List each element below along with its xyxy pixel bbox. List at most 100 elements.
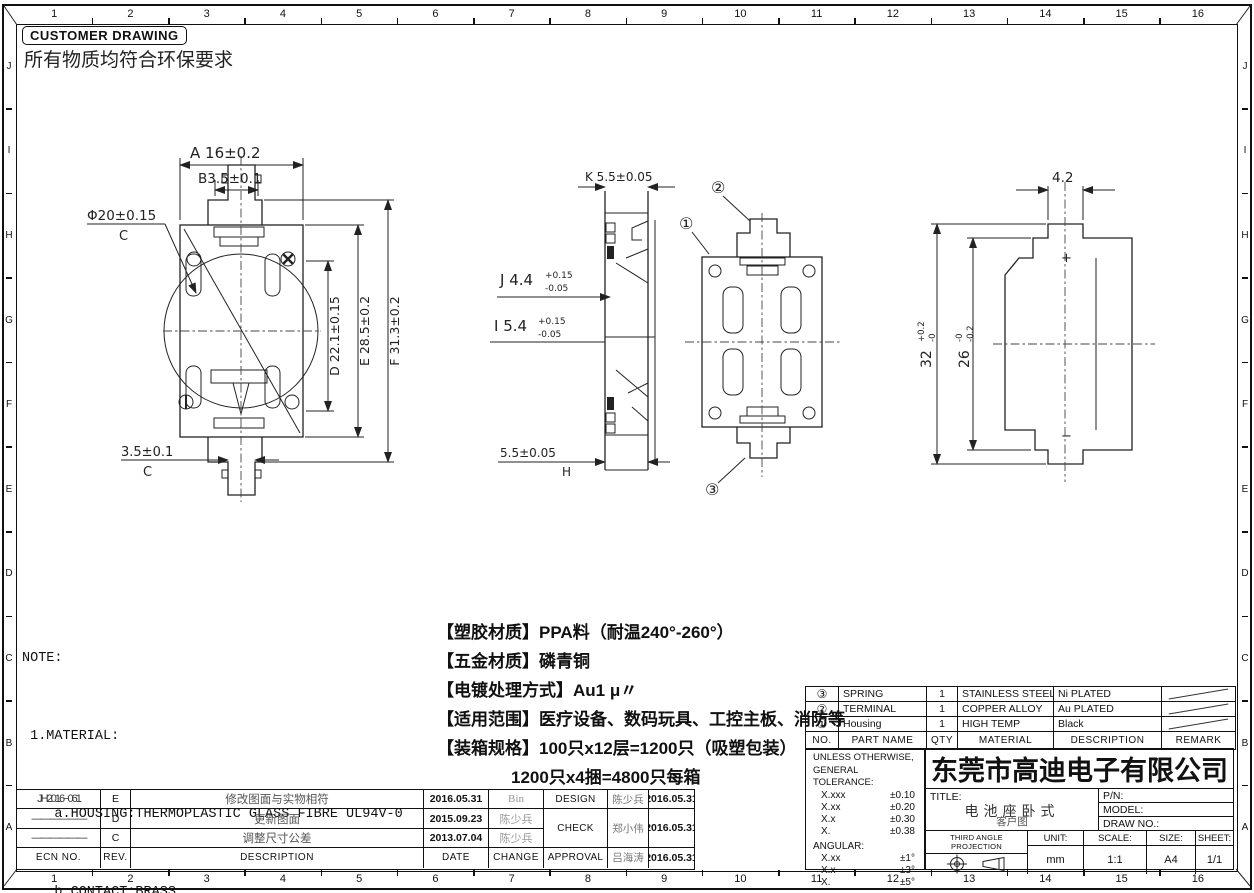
rev-change: 陈少兵 [489,809,544,829]
zone-number: 2 [92,870,170,887]
zone-number: 6 [397,870,475,887]
part-qty: 1 [927,717,958,732]
company-name: 东莞市高迪电子有限公司 [926,749,1233,789]
approval-date: 2016.05.31 [649,790,694,810]
zone-letter: B [1239,701,1251,786]
zone-letter: C [3,616,15,702]
rev-letter: D [101,809,131,829]
part-qty: 1 [927,702,958,717]
part-name: TERMINAL [839,702,927,717]
angular-title: ANGULAR: [813,840,865,852]
dim-i-upper: +0.15 [538,317,566,327]
right-side-view-drawing: + − 4.2 32 +0.2 -0 26 -0 -0.2 [917,170,1155,482]
tolerance-key: X.xx [821,853,841,864]
remark-slash [1168,688,1229,700]
rev-description: 更新图面 [131,809,424,829]
zone-ruler-left: J I H G F E D C B A [3,24,15,870]
zone-letter: F [1239,362,1251,448]
side-view-outline [604,191,656,471]
svg-text:26: 26 [957,350,973,368]
tolerance-key: X.xx [821,801,841,813]
tolerance-value: ±0.30 [890,813,915,825]
approval-name: 陈少兵 [608,790,649,810]
header-rev: REV. [101,848,131,868]
zone-number: 4 [245,870,323,887]
zone-number: 14 [1007,870,1085,887]
header-description: DESCRIPTION [1054,732,1162,749]
header-part-name: PART NAME [839,732,927,749]
rev-ecn: —————— [17,828,101,849]
rev-change: Bin [489,790,544,810]
part-remark [1162,687,1235,702]
remark-slash [1168,703,1229,715]
dim-i-lower: -0.05 [538,330,561,340]
back-view-drawing: ② ① ③ [679,178,840,499]
size-cell: SIZE: A4 [1147,831,1196,874]
approval-date: 2016.05.31 [649,809,694,849]
rev-change: 陈少兵 [489,828,544,849]
scale-value: 1:1 [1107,854,1123,866]
part-no: ① [806,717,839,732]
tolerance-key: X.xxx [821,789,846,801]
dim-32-label: 32 +0.2 -0 [917,321,938,368]
right-side-outline: + − [993,182,1155,482]
zone-number: 8 [550,5,628,24]
front-view-dimensions: A 16±0.2 B3.5±0.1 Φ20±0.15 C D 22.1±0.15… [87,144,402,480]
zone-letter: D [3,532,15,617]
part-material: COPPER ALLOY [958,702,1054,717]
zone-number: 14 [1007,5,1085,24]
sheet-cell: SHEET: 1/1 [1196,831,1233,874]
spec-line: 【塑胶材质】PPA料（耐温240°-260°） [437,623,734,642]
zone-number: 5 [321,870,399,887]
tolerance-key: X. [821,825,831,837]
zone-number: 13 [931,870,1009,887]
approval-role: APPROVAL [544,848,608,868]
scale-label: SCALE: [1084,831,1146,846]
zone-letter: B [3,701,15,786]
remark-slash [1168,718,1229,730]
title-cell: TITLE: 电池座卧式 客户图 [926,789,1099,830]
zone-number: 1 [16,5,94,24]
spec-line: 【五金材质】磷青铜 [437,652,590,671]
tolerance-row: X. ±0.38 [813,826,917,838]
side-view-drawing: K 5.5±0.05 J 4.4 +0.15 -0.05 I 5.4 +0.15… [490,170,675,479]
size-label: SIZE: [1147,831,1195,846]
zone-number: 3 [169,870,247,887]
part-material: HIGH TEMP [958,717,1054,732]
dim-top-label: 4.2 [1052,170,1073,186]
zone-letter: I [1239,109,1251,194]
part-material: STAINLESS STEEL [958,687,1054,702]
spec-line: 【电镀处理方式】Au1 μ〃 [437,681,638,700]
svg-text:-0: -0 [928,334,938,342]
zone-number: 15 [1084,870,1162,887]
header-description: DESCRIPTION [131,848,424,868]
tolerance-key: X.x [821,865,836,876]
zone-number: 5 [321,5,399,24]
projection-label: THIRD ANGLE PROJECTION [926,831,1027,854]
dim-26-label: 26 -0 -0.2 [955,325,976,368]
zone-letter: C [1239,616,1251,702]
part-description: Black [1054,717,1162,732]
back-view-callouts: ② ① ③ [679,178,751,499]
tolerance-row: X.xx ±0.20 [813,802,917,814]
zone-letter: H [3,193,15,279]
dim-e-label: E 28.5±0.2 [357,296,372,366]
rev-letter: E [101,790,131,810]
tolerance-key: X.x [821,813,836,825]
dim-i-label: I 5.4 [494,317,527,335]
rev-letter: C [101,828,131,849]
header-qty: QTY [927,732,958,749]
polarity-plus: + [1061,251,1072,266]
zone-number: 10 [702,5,780,24]
sheet-outer-border [2,4,1252,890]
rev-description: 修改图面与实物相符 [131,790,424,810]
right-side-dimensions: 4.2 32 +0.2 -0 26 -0 -0.2 [917,170,1115,465]
dim-j-upper: +0.15 [545,271,573,281]
third-angle-target-icon [946,854,967,874]
part-remark [1162,717,1235,732]
side-view-dimensions: K 5.5±0.05 J 4.4 +0.15 -0.05 I 5.4 +0.15… [490,170,675,479]
rev-date: 2013.07.04 [424,828,489,849]
zone-letter: E [1239,447,1251,533]
tolerance-row: X.x ±0.30 [813,814,917,826]
